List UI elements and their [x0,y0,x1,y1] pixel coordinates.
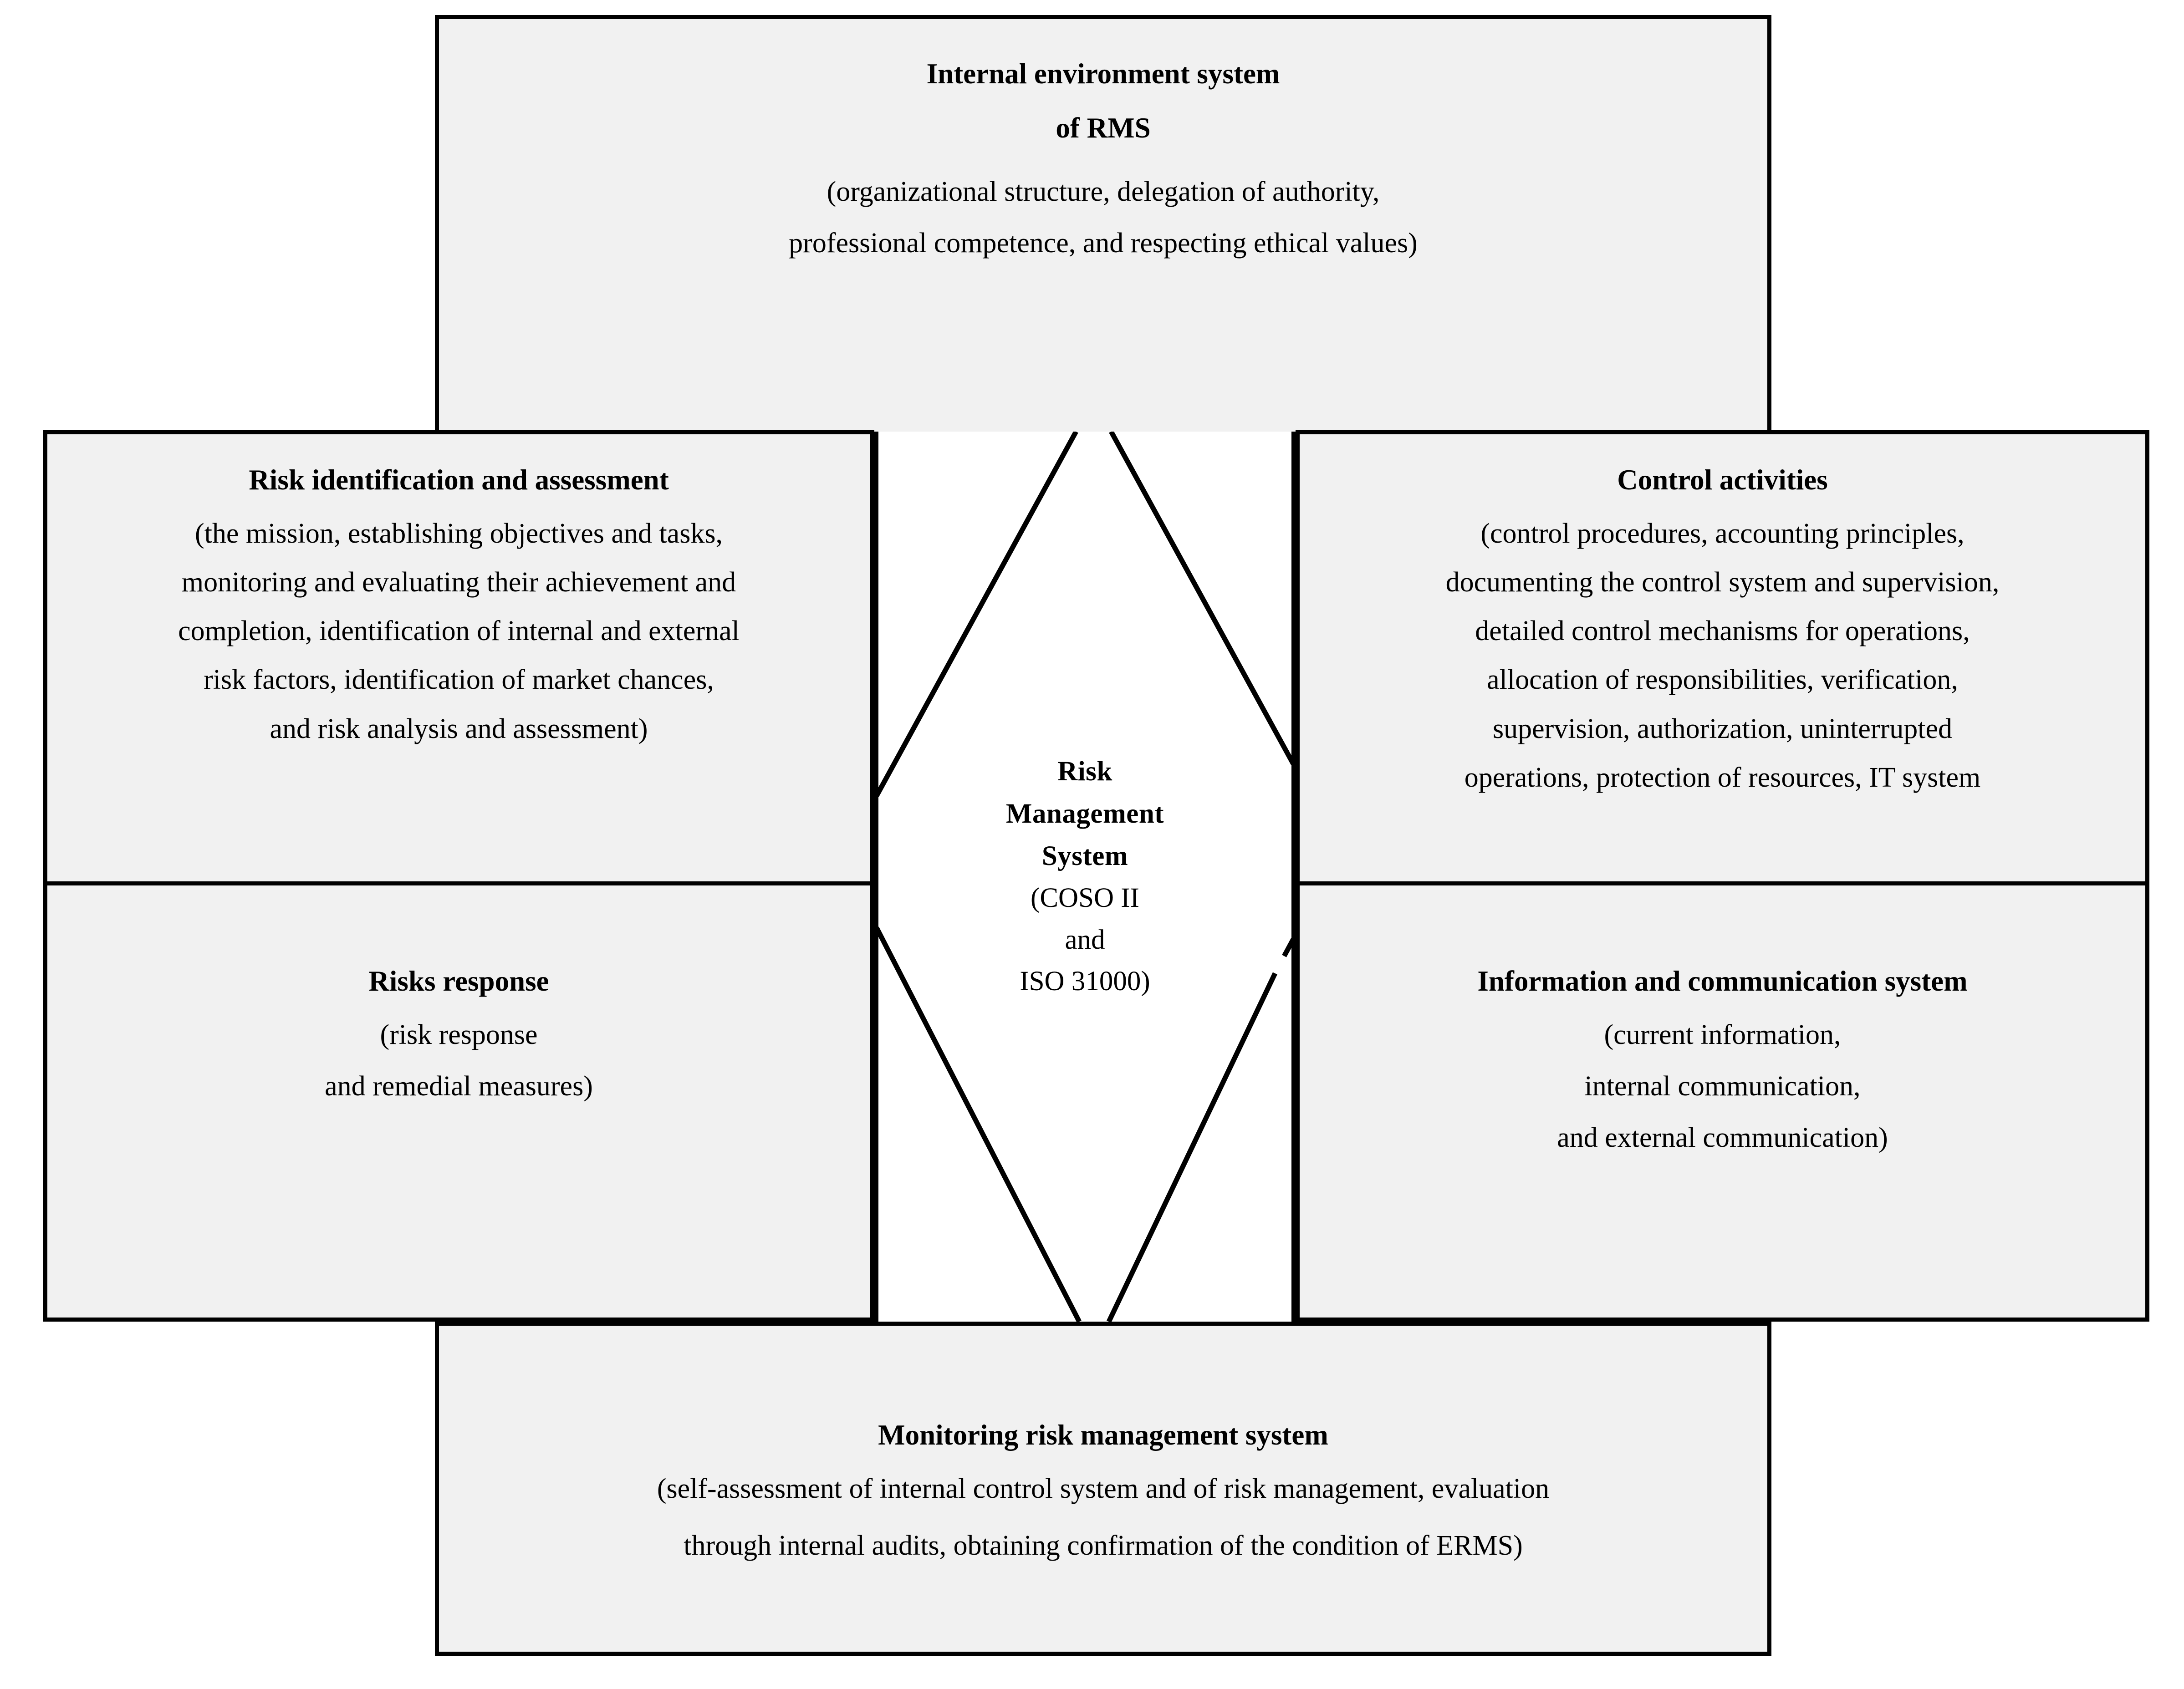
information-communication-body-line-1: (current information, [1604,1019,1841,1050]
control-activities-body-line-4: allocation of responsibilities, verifica… [1487,664,1958,696]
center-label-line-1: Risk [1057,756,1112,787]
control-activities-body-line-1: (control procedures, accounting principl… [1480,518,1965,549]
control-activities-body-line-5: supervision, authorization, uninterrupte… [1493,713,1952,744]
information-communication-heading: Information and communication system [1477,965,1968,997]
center-label-line-4: (COSO II [1031,883,1139,914]
risks-response-body-line-2: and remedial measures) [325,1070,593,1102]
center-label-line-5: and [1065,924,1105,955]
internal-environment-body-line-2: professional competence, and respecting … [789,227,1418,259]
center-label-group: Risk Management System (COSO II and ISO … [874,432,1296,1322]
information-communication-body-line-3: and external communication) [1557,1122,1888,1154]
risk-identification-body-line-2: monitoring and evaluating their achievem… [181,566,736,598]
internal-environment-heading-line1: Internal environment system [926,58,1280,90]
information-and-communication-system-box: Information and communication system (cu… [1296,885,2149,1322]
internal-environment-system-box: Internal environment system of RMS (orga… [435,15,1771,432]
diamond-shape [874,432,1296,1322]
monitoring-heading: Monitoring risk management system [878,1419,1328,1451]
control-activities-box: Control activities (control procedures, … [1296,430,2149,885]
control-activities-heading: Control activities [1617,464,1828,496]
risk-management-system-center-column: Risk Management System (COSO II and ISO … [874,432,1296,1322]
center-label-line-2: Management [1005,798,1164,829]
risk-identification-body-line-1: (the mission, establishing objectives an… [195,518,723,549]
monitoring-body-line-1: (self-assessment of internal control sys… [657,1473,1550,1504]
control-activities-body-line-3: detailed control mechanisms for operatio… [1475,616,1970,647]
risk-identification-body-line-3: completion, identification of internal a… [178,616,740,647]
internal-environment-heading-line2: of RMS [1056,112,1151,144]
control-activities-body-line-6: operations, protection of resources, IT … [1464,762,1981,793]
monitoring-body-line-2: through internal audits, obtaining confi… [684,1530,1523,1561]
control-activities-body-line-2: documenting the control system and super… [1445,566,2000,598]
risks-response-heading: Risks response [368,965,549,997]
risk-identification-and-assessment-box: Risk identification and assessment (the … [43,430,874,885]
information-communication-body-line-2: internal communication, [1584,1070,1861,1102]
internal-environment-body-line-1: (organizational structure, delegation of… [827,176,1380,207]
risk-identification-body-line-4: risk factors, identification of market c… [204,664,714,696]
center-label-line-3: System [1041,840,1128,871]
monitoring-risk-management-system-box: Monitoring risk management system (self-… [435,1322,1771,1656]
risks-response-body-line-1: (risk response [380,1019,538,1050]
center-label-line-6: ISO 31000) [1020,966,1150,997]
risk-identification-heading: Risk identification and assessment [249,464,669,496]
risks-response-box: Risks response (risk response and remedi… [43,885,874,1322]
risk-identification-body-line-5: and risk analysis and assessment) [270,713,648,744]
